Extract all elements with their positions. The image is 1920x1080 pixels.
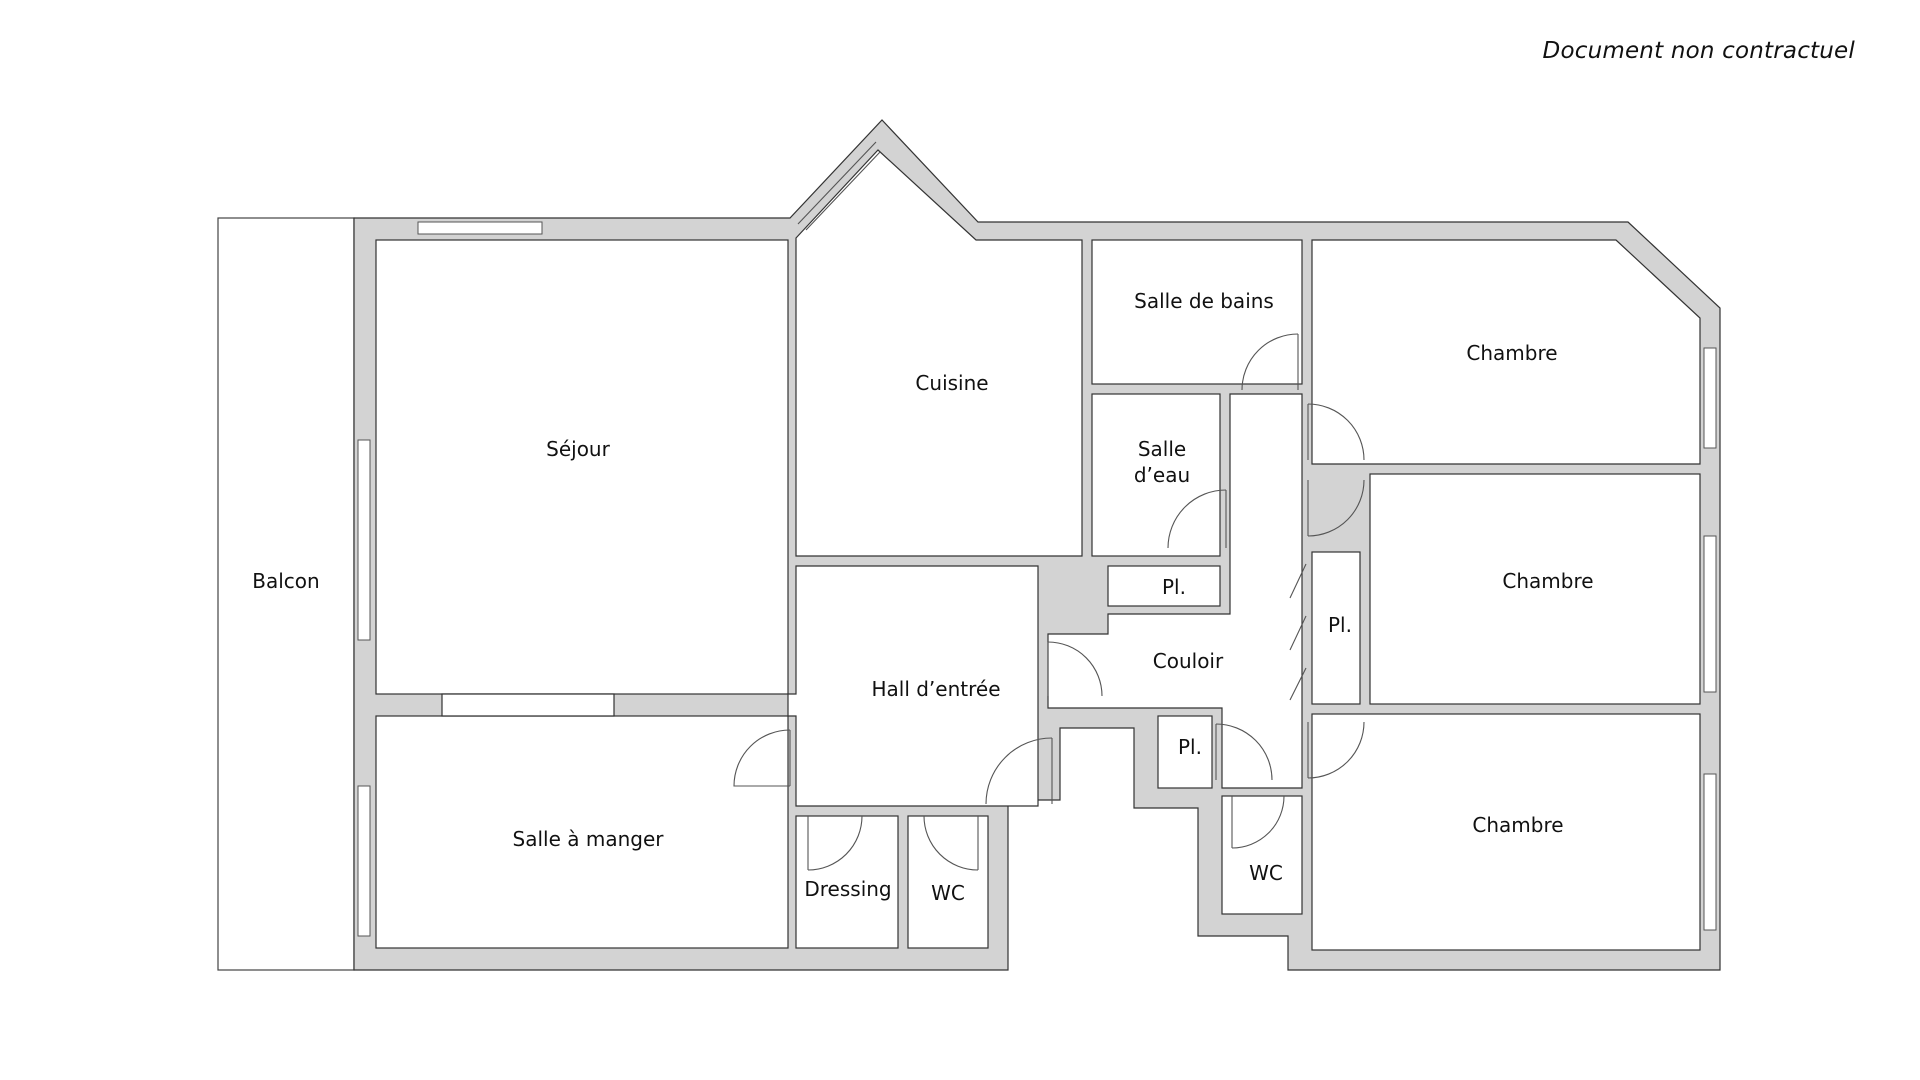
window-sejour-top — [417, 221, 543, 235]
room-chambre-3 — [1311, 713, 1701, 951]
door-entree — [985, 737, 1053, 805]
window-chambre-3 — [1703, 773, 1717, 931]
door-chambre-1 — [1307, 403, 1365, 461]
room-wc-1 — [907, 815, 989, 949]
room-wc-2 — [1221, 795, 1303, 915]
label-dressing: Dressing — [804, 877, 891, 901]
window-salle-a-manger-left — [357, 785, 371, 937]
door-dressing — [807, 815, 863, 871]
label-placard-3: Pl. — [1178, 735, 1202, 759]
label-salle-eau-line2: d’eau — [1134, 463, 1190, 487]
door-wc-2 — [1231, 795, 1285, 849]
window-chambre-1 — [1703, 347, 1717, 449]
balcony-area — [217, 217, 355, 971]
label-chambre-2: Chambre — [1502, 569, 1593, 593]
label-wc-2: WC — [1249, 861, 1283, 885]
disclaimer-text: Document non contractuel — [1542, 38, 1855, 64]
label-salle-de-bains: Salle de bains — [1134, 289, 1274, 313]
label-balcon: Balcon — [252, 569, 319, 593]
room-chambre-2 — [1369, 473, 1701, 705]
label-salle-a-manger: Salle à manger — [513, 827, 665, 851]
room-passage-sejour — [441, 693, 615, 717]
door-chambre-2 — [1307, 479, 1365, 537]
label-salle-eau-line1: Salle — [1138, 437, 1186, 461]
label-wc-1: WC — [931, 881, 965, 905]
door-chambre-3 — [1307, 721, 1365, 779]
room-placard-2 — [1311, 551, 1361, 705]
door-placard-2 — [1289, 563, 1307, 701]
room-salle-a-manger — [375, 715, 789, 949]
label-sejour: Séjour — [546, 437, 610, 461]
door-hall-couloir — [1047, 641, 1103, 697]
room-placard-3 — [1157, 715, 1213, 789]
label-placard-1: Pl. — [1162, 575, 1186, 599]
door-salle-de-bains — [1241, 333, 1299, 391]
room-cuisine — [795, 149, 1083, 557]
door-salle-eau — [1167, 489, 1227, 549]
label-couloir: Couloir — [1153, 649, 1224, 673]
room-salle-eau — [1091, 393, 1221, 557]
room-hall — [787, 565, 1039, 807]
label-placard-2: Pl. — [1328, 613, 1352, 637]
window-cuisine-angle-inner — [805, 151, 881, 231]
label-cuisine: Cuisine — [915, 371, 988, 395]
room-sejour — [375, 239, 789, 695]
room-couloir — [1047, 393, 1303, 789]
door-salle-a-manger — [733, 729, 791, 787]
room-chambre-1 — [1311, 239, 1701, 465]
room-salle-de-bains — [1091, 239, 1303, 385]
room-dressing — [795, 815, 899, 949]
window-cuisine-angle — [797, 141, 877, 225]
label-hall: Hall d’entrée — [871, 677, 1000, 701]
door-placard-3 — [1215, 723, 1273, 781]
window-sejour-left — [357, 439, 371, 641]
room-placard-1 — [1107, 565, 1221, 607]
door-wc-1 — [923, 815, 979, 871]
window-chambre-2 — [1703, 535, 1717, 693]
label-chambre-1: Chambre — [1466, 341, 1557, 365]
label-chambre-3: Chambre — [1472, 813, 1563, 837]
